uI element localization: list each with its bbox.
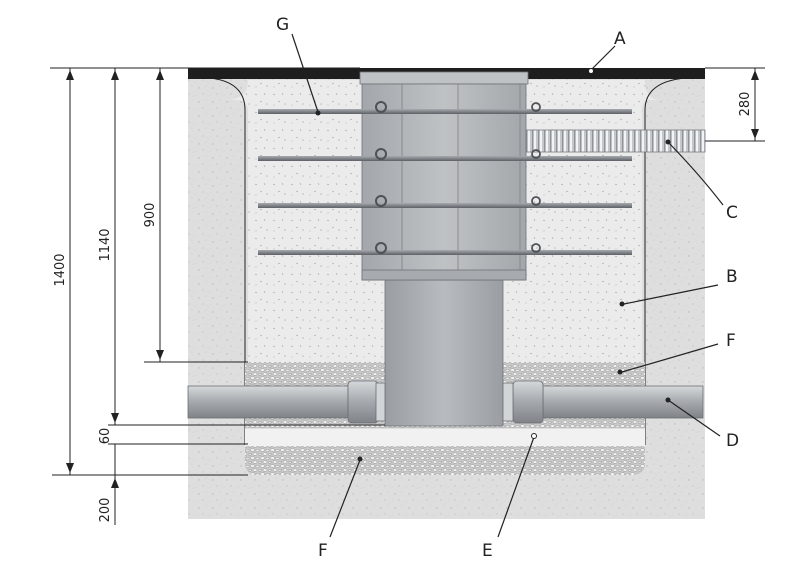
dim-1400: 1400 bbox=[53, 253, 68, 286]
label-g: G bbox=[276, 15, 289, 35]
label-e: E bbox=[482, 541, 493, 561]
leader-lines bbox=[291, 33, 724, 538]
excavation-edge-left bbox=[209, 77, 246, 445]
dim-900: 900 bbox=[143, 203, 158, 228]
excavation-edge-right bbox=[644, 77, 686, 445]
outlet-pipe-left bbox=[187, 380, 386, 424]
dim-60: 60 bbox=[98, 428, 113, 445]
outlet-pipe-right bbox=[502, 380, 704, 424]
label-c: C bbox=[726, 203, 738, 223]
label-f-bottom: F bbox=[318, 541, 328, 561]
dim-200: 200 bbox=[98, 498, 113, 523]
label-f-right: F bbox=[726, 331, 736, 351]
vertical-riser-pipe bbox=[384, 279, 504, 427]
dimension-lines bbox=[50, 67, 765, 525]
steel-shaft-frame bbox=[359, 71, 529, 281]
corrugated-drain-pipe bbox=[519, 129, 706, 153]
sand-layer-e bbox=[245, 428, 645, 446]
rebar-group bbox=[258, 101, 632, 255]
dim-280: 280 bbox=[738, 92, 753, 117]
label-b: B bbox=[726, 267, 738, 287]
gravel-layer-bottom bbox=[245, 446, 645, 475]
label-a: A bbox=[614, 29, 626, 49]
dim-1140: 1140 bbox=[98, 228, 113, 261]
label-d: D bbox=[726, 431, 739, 451]
